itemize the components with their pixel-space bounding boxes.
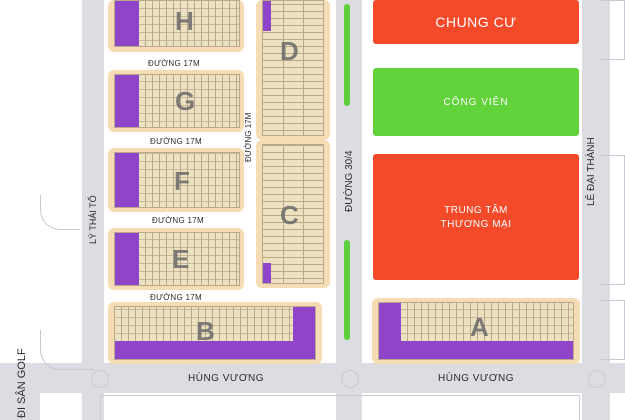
block-b-lots xyxy=(114,306,316,360)
block-d-grid xyxy=(263,1,323,135)
block-g-letter: G xyxy=(175,86,196,116)
edge-right-mid xyxy=(600,155,625,285)
green-strip-1 xyxy=(344,4,350,106)
green-strip-2 xyxy=(344,240,350,340)
zone-chung-cu-label: CHUNG CƯ xyxy=(435,14,517,30)
road-ly-thai-to xyxy=(82,0,104,420)
block-f-letter: F xyxy=(174,166,190,196)
edge-bottom xyxy=(100,395,580,420)
road-label-hung-vuong-left: HÙNG VƯƠNG xyxy=(188,373,265,384)
block-d-lots xyxy=(262,0,324,136)
road-label-17m-4: ĐƯỜNG 17M xyxy=(150,293,202,302)
road-golf xyxy=(0,393,40,420)
edge-right-top xyxy=(600,0,625,60)
block-g-grid xyxy=(139,75,239,127)
block-c-grid xyxy=(263,145,323,283)
roundabout-center xyxy=(341,370,359,388)
block-e-corner-lots xyxy=(115,233,139,285)
road-le-dai-thanh xyxy=(582,0,610,420)
block-a-corner-lots xyxy=(379,303,401,341)
block-f-lots xyxy=(114,152,240,208)
road-label-17m-3: ĐƯỜNG 17M xyxy=(152,216,204,225)
block-h-lots xyxy=(114,0,240,47)
block-b-grid xyxy=(115,307,315,341)
block-g-corner-lots xyxy=(115,75,139,127)
road-label-17m-vertical: ĐƯỜNG 17M xyxy=(244,112,253,162)
zone-trung-tam-label: TRUNG TÂM xyxy=(444,204,508,216)
roundabout-left xyxy=(91,370,109,388)
block-c-letter: C xyxy=(280,200,299,230)
zone-trung-tam-thuong-mai: TRUNG TÂM THƯƠNG MẠI xyxy=(373,154,579,280)
block-a-bottom-lots xyxy=(379,341,573,359)
zone-chung-cu: CHUNG CƯ xyxy=(373,0,579,44)
roundabout-right xyxy=(588,370,606,388)
block-h-grid xyxy=(139,1,239,46)
block-a-grid xyxy=(401,303,573,341)
block-a-letter: A xyxy=(470,312,489,342)
block-e-lots xyxy=(114,232,240,286)
block-e-letter: E xyxy=(172,244,190,274)
road-label-17m-2: ĐƯỜNG 17M xyxy=(150,137,202,146)
block-d-letter: D xyxy=(280,36,299,66)
block-d-corner-lots xyxy=(263,1,271,31)
edge-left-bottom xyxy=(40,330,95,370)
block-g-lots xyxy=(114,74,240,128)
block-h-letter: H xyxy=(175,6,194,36)
block-b-corner-lots xyxy=(115,341,315,359)
block-c-corner-lots xyxy=(263,263,271,283)
block-e-grid xyxy=(139,233,239,285)
block-a-lots xyxy=(378,302,574,360)
block-c-lots xyxy=(262,144,324,284)
zone-thuong-mai-label: THƯƠNG MẠI xyxy=(440,218,512,230)
zone-cong-vien-label: CÔNG VIÊN xyxy=(443,96,509,108)
block-f-grid xyxy=(139,153,239,207)
road-label-17m-1: ĐƯỜNG 17M xyxy=(148,59,200,68)
road-label-golf: ĐI SÂN GOLF xyxy=(16,348,28,418)
block-b-end-lots xyxy=(293,307,315,341)
zone-cong-vien: CÔNG VIÊN xyxy=(373,68,579,136)
block-h-corner-lots xyxy=(115,1,139,46)
road-label-30-4: ĐƯỜNG 30/4 xyxy=(344,150,355,212)
road-label-hung-vuong-right: HÙNG VƯƠNG xyxy=(438,373,515,384)
edge-left-top xyxy=(40,195,80,230)
block-f-corner-lots xyxy=(115,153,139,207)
edge-right-bottom xyxy=(600,300,625,360)
road-label-le-dai-thanh: LÊ ĐẠI THÀNH xyxy=(586,137,597,206)
road-label-ly-thai-to: LÝ THÁI TỔ xyxy=(88,195,98,244)
block-b-letter: B xyxy=(196,316,215,346)
